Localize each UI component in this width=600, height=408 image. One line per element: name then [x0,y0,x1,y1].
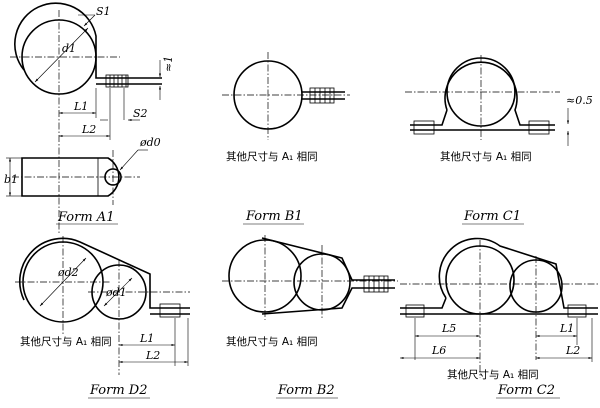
d2-d2-label: ød2 [57,266,79,279]
d2-l1-label: L1 [139,332,154,345]
form-b2-caption: Form B2 [277,383,335,398]
form-d2-caption: Form D2 [89,383,148,398]
form-b1-drawing: 其他尺寸与 A₁ 相同 Form B1 [222,52,350,225]
c2-clamp-band [400,237,598,309]
form-a1-caption: Form A1 [57,210,114,225]
form-a1-drawing: S1 d1 ≈1 S2 L1 L2 ød0 b1 Form A1 [4,2,175,235]
b2-clamp-band [261,237,395,315]
form-c2-drawing: L5 L6 L1 L2 其他尺寸与 A₁ 相同 Form C2 [400,237,598,399]
c2-l2-label: L2 [565,344,580,357]
d2-bolt [159,303,181,318]
c1-note: 其他尺寸与 A₁ 相同 [440,150,532,163]
form-d2-drawing: ød2 ød1 L1 L2 其他尺寸与 A₁ 相同 Form D2 [15,236,190,399]
form-c1-drawing: ≈0.5 其他尺寸与 A₁ 相同 Form C1 [405,55,593,225]
form-c1-caption: Form C1 [463,209,521,224]
c2-l1-label: L1 [559,322,574,335]
a1-approx1-label: ≈1 [162,56,175,72]
form-b2-drawing: 其他尺寸与 A₁ 相同 Form B2 [222,235,398,399]
a1-clamp-band [14,2,162,79]
a1-l2-label: L2 [81,123,96,136]
b1-bolt [309,87,335,104]
form-c2-caption: Form C2 [497,383,555,398]
b1-tab [302,91,345,100]
c2-l6-label: L6 [431,344,446,357]
c2-note: 其他尺寸与 A₁ 相同 [447,368,539,381]
form-b1-caption: Form B1 [245,209,303,224]
b2-bolt [363,275,389,293]
b1-note: 其他尺寸与 A₁ 相同 [226,150,318,163]
c2-l5-label: L5 [441,322,456,335]
d2-clamp-band [18,237,190,315]
a1-s1-label: S1 [96,5,111,18]
d2-l2-label: L2 [145,349,160,362]
d2-note: 其他尺寸与 A₁ 相同 [20,335,112,348]
a1-l1-label: L1 [73,100,88,113]
a1-side-view [21,157,120,197]
a1-b1-label: b1 [4,173,18,186]
a1-bolt [105,74,129,88]
b2-note: 其他尺寸与 A₁ 相同 [226,335,318,348]
a1-s2-label: S2 [133,107,148,120]
a1-d1-label: d1 [62,42,76,55]
c1-approx05-label: ≈0.5 [566,94,593,107]
a1-d0-label: ød0 [139,136,161,149]
c1-clamp-band [410,61,555,126]
d2-d1-label: ød1 [105,286,127,299]
